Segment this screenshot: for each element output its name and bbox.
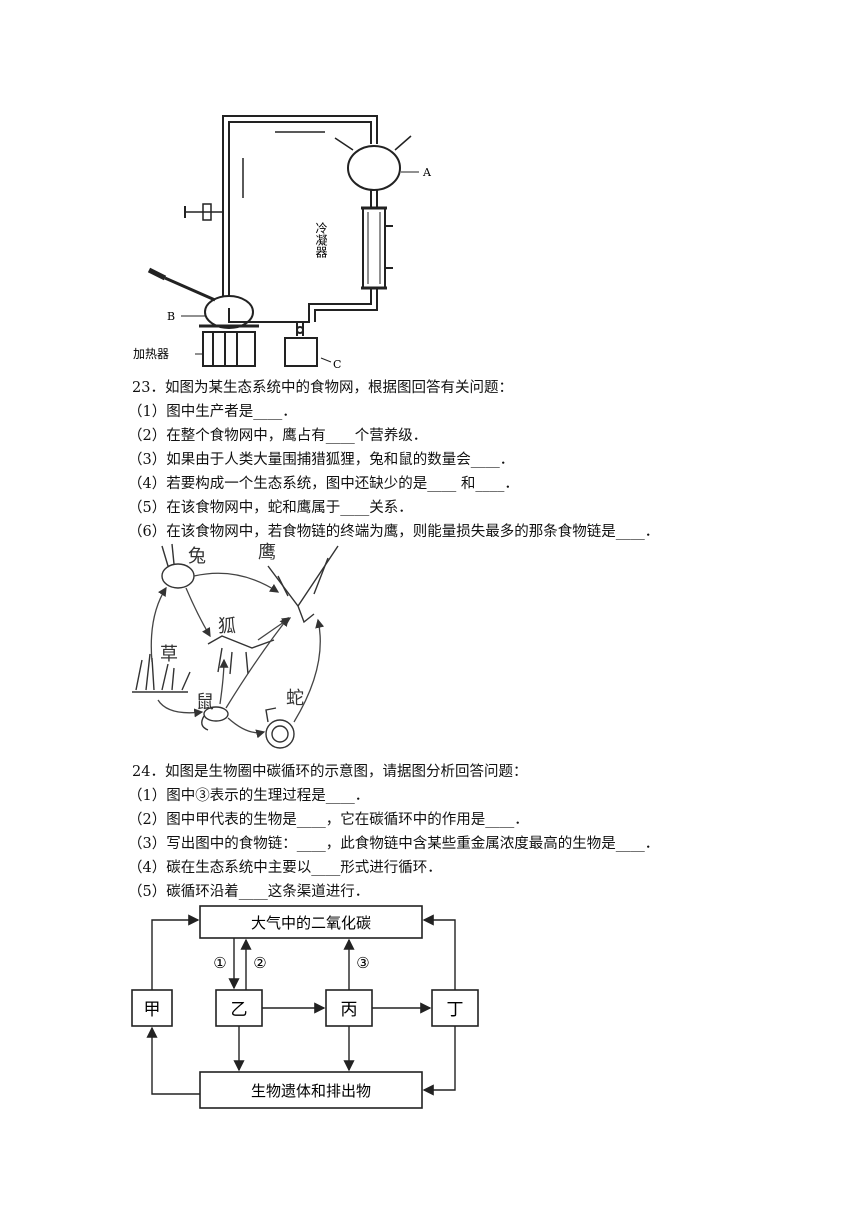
label-bing: 丙: [341, 1000, 358, 1020]
label-remains: 生物遗体和排出物: [251, 1082, 371, 1100]
carbon-cycle-diagram: 大气中的二氧化碳 生物遗体和排出物 甲 乙 丙 丁 ① ② ③: [131, 905, 479, 1109]
box-jia: [131, 989, 173, 1027]
arrow-jia-co2: [151, 914, 200, 990]
arrow-mouse-fox: [219, 658, 229, 705]
arrow-rabbit-eagle: [193, 572, 280, 593]
label-arrow-1: ①: [213, 954, 226, 972]
arrow-grass-rabbit: [150, 586, 167, 663]
arrow-remains-jia: [146, 1026, 200, 1095]
label-arrow-2: ②: [253, 954, 266, 972]
arrow-rabbit-fox: [185, 587, 211, 638]
label-yi: 乙: [231, 1000, 248, 1020]
food-web-figure: 兔 鹰 狐 草 鼠 蛇: [132, 542, 339, 749]
arrow-fox-eagle: [257, 617, 292, 641]
q23-item-3: （3）如果由于人类大量围捕猎狐狸，兔和鼠的数量会____．: [128, 452, 515, 468]
q24-title: 24．如图是生物圈中碳循环的示意图，请据图分析回答问题：: [132, 764, 528, 780]
fox-drawing: [207, 635, 275, 675]
label-ding: 丁: [447, 1000, 464, 1020]
q23-title: 23．如图为某生态系统中的食物网，根据图回答有关问题：: [132, 380, 513, 396]
arrow-mouse-eagle: [225, 616, 289, 709]
box-remains: [199, 1071, 423, 1109]
eagle-drawing: [267, 545, 339, 624]
label-eagle: 鹰: [258, 542, 276, 563]
q24-item-5: （5）碳循环沿着____这条渠道进行．: [128, 884, 370, 900]
label-c: C: [333, 358, 341, 371]
arrow-grass-mouse: [157, 699, 204, 718]
label-snake: 蛇: [286, 688, 304, 709]
apparatus-figure: A B C 加热器 冷凝器: [133, 115, 432, 371]
q24-item-4: （4）碳在生态系统中主要以____形式进行循环．: [128, 860, 442, 876]
label-a: A: [422, 166, 432, 179]
arrow-ding-co2: [422, 914, 456, 990]
q24-item-2: （2）图中甲代表的生物是____，它在碳循环中的作用是____．: [128, 812, 529, 828]
q23-item-5: （5）在该食物网中，蛇和鹰属于____关系．: [128, 500, 413, 516]
arrow-snake-eagle: [293, 618, 325, 723]
mouse-drawing: [201, 706, 229, 731]
q23-item-1: （1）图中生产者是____．: [128, 404, 297, 420]
label-grass: 草: [160, 644, 178, 665]
q24-item-1: （1）图中③表示的生理过程是____．: [128, 788, 370, 804]
label-condenser: 冷凝器: [314, 222, 328, 259]
q23-item-2: （2）在整个食物网中，鹰占有____个营养级．: [128, 428, 428, 444]
grass-drawing: [132, 653, 191, 693]
arrow-ding-remains: [422, 1026, 456, 1096]
label-rabbit: 兔: [188, 546, 206, 567]
label-heater: 加热器: [133, 347, 169, 361]
q23-item-4: （4）若要构成一个生态系统，图中还缺少的是____ 和____．: [128, 476, 519, 492]
label-b: B: [167, 310, 175, 323]
label-arrow-3: ③: [356, 954, 369, 972]
arrow-mouse-snake: [227, 717, 266, 739]
label-fox: 狐: [218, 616, 236, 637]
box-atmosphere-co2: [199, 905, 423, 939]
label-mouse: 鼠: [196, 692, 214, 713]
label-atmosphere-co2: 大气中的二氧化碳: [251, 914, 371, 932]
snake-drawing: [265, 707, 295, 749]
q24-item-3: （3）写出图中的食物链：____，此食物链中含某些重金属浓度最高的生物是____…: [128, 836, 660, 852]
label-jia: 甲: [144, 1000, 161, 1020]
q23-item-6: （6）在该食物网中，若食物链的终端为鹰，则能量损失最多的那条食物链是____．: [128, 524, 660, 540]
